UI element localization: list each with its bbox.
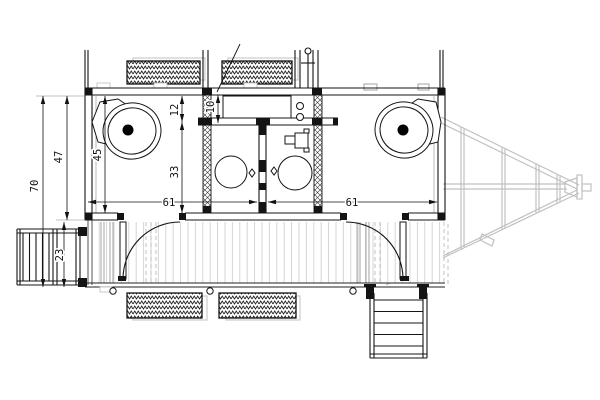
dimension-right-room-width: 61 [268, 196, 437, 211]
support-foot [206, 287, 214, 295]
door-leaf [119, 221, 127, 280]
door-jamb [402, 213, 409, 220]
tire [221, 60, 293, 85]
dim-label: 61 [346, 197, 359, 209]
porch-deck [85, 220, 449, 295]
jack-bracket [479, 233, 495, 247]
dimension-cabinet-depth: 10 [204, 95, 221, 123]
dimension-room-depth: 45 [91, 96, 108, 213]
water-heater [284, 128, 310, 153]
roadside-tires [126, 57, 299, 85]
door-swing-arc [122, 221, 181, 280]
right-toilet [374, 98, 442, 159]
left-toilet [91, 98, 162, 160]
paper-holder [270, 166, 278, 176]
dim-label: 61 [163, 197, 176, 209]
right-entry-door [345, 221, 409, 281]
paper-holder [248, 168, 256, 178]
tire [126, 60, 201, 85]
vent-pipe [301, 47, 315, 88]
pipe-stub [296, 113, 304, 121]
stair-post [366, 285, 374, 299]
curbside-tires [126, 292, 301, 321]
pipe-stub [296, 102, 304, 110]
left-entry-door [118, 221, 181, 281]
dimension-cabinet-offset: 12 [168, 96, 185, 213]
stair-post [419, 285, 427, 299]
support-foot [109, 287, 117, 295]
dimension-left-room-width: 61 [88, 196, 257, 211]
door-jamb [340, 213, 347, 220]
dim-label: 47 [53, 151, 65, 164]
leader-line [216, 43, 241, 93]
dim-label: 45 [92, 149, 104, 162]
dim-label: 10 [205, 101, 217, 114]
front-stairs [364, 284, 429, 359]
utility-cabinet [198, 95, 338, 126]
tire [218, 292, 297, 319]
fender-wall-stubs [84, 50, 444, 88]
right-sink [277, 155, 313, 191]
dimension-vanity-zone: 33 [168, 122, 185, 213]
plumbing-chase-walls [202, 94, 323, 214]
side-stairs [16, 227, 87, 287]
dim-label: 70 [29, 180, 41, 193]
left-sink [214, 155, 248, 189]
door-jamb [117, 213, 124, 220]
support-foot [349, 287, 357, 295]
flush-valve [397, 124, 409, 136]
dim-label: 12 [169, 104, 181, 117]
door-swing-arc [345, 221, 404, 280]
tire [126, 292, 203, 319]
center-partition-wall [256, 118, 270, 213]
counter-top [222, 95, 292, 119]
hitch-coupler [564, 174, 592, 200]
dimension-body-depth: 47 [52, 96, 85, 221]
door-leaf [399, 221, 407, 280]
door-jamb [179, 213, 186, 220]
dim-label: 33 [169, 166, 181, 179]
dim-label: 23 [54, 249, 66, 262]
dimension-overall-depth: 70 [28, 95, 85, 287]
dimension-stair-width: 23 [53, 222, 68, 287]
flush-valve [122, 124, 134, 136]
